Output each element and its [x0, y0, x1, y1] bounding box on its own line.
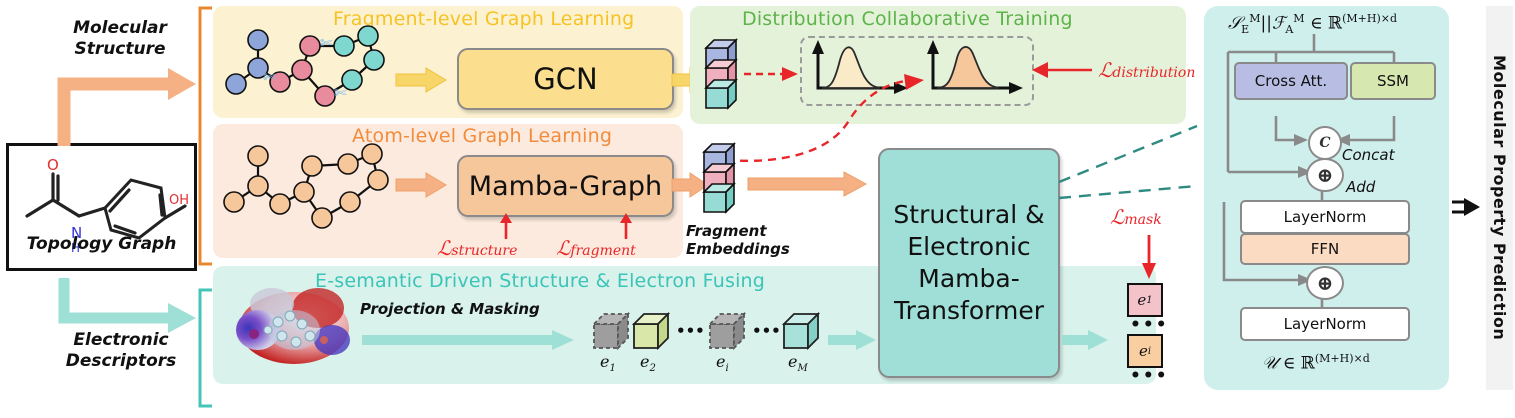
distribution-loss-arrow	[1032, 62, 1092, 78]
mamba-output-arrow	[671, 172, 709, 198]
structure-loss-arrow	[500, 213, 512, 239]
fragment-to-core-arrow	[747, 171, 868, 197]
projection-masking-label: Projection & Masking	[360, 300, 540, 318]
mask-loss-label: ℒmask	[1110, 205, 1162, 229]
detail-input-expression: 𝒮EM||ℱAM ∈ ℝ(M+H)×d	[1228, 12, 1397, 37]
concat-node: C	[1308, 126, 1342, 160]
layernorm-box-1[interactable]: LayerNorm	[1240, 200, 1410, 234]
add-node-2: ⊕	[1306, 266, 1344, 300]
gcn-module-box[interactable]: GCN	[457, 48, 674, 110]
fragment-cube-stack-bottom	[702, 142, 736, 214]
prediction-label: Molecular Property Prediction	[1490, 55, 1509, 341]
svg-text:✄: ✄	[320, 34, 333, 52]
cross-attention-box[interactable]: Cross Att.	[1234, 62, 1348, 100]
distribution-pair-frame	[800, 36, 1034, 106]
mamba-graph-label: Mamba-Graph	[468, 170, 663, 202]
gcn-label: GCN	[533, 62, 598, 96]
atom-panel-title: Atom-level Graph Learning	[352, 125, 613, 147]
core-module-label: Structural & Electronic Mamba- Transform…	[893, 200, 1045, 325]
mask-loss-arrow	[1142, 235, 1156, 279]
svg-text:N: N	[71, 224, 82, 242]
fragment-loss-arrow	[620, 213, 632, 239]
token-label-e2: e2	[640, 352, 656, 375]
distribution-panel-title: Distribution Collaborative Training	[742, 8, 1073, 30]
electronic-descriptors-label: Electronic Descriptors	[65, 330, 177, 372]
svg-text:•••: •••	[676, 322, 705, 340]
ssm-box[interactable]: SSM	[1350, 62, 1436, 100]
electrostatic-potential-surface-icon	[236, 288, 350, 364]
fragment-cube-stack-top	[704, 38, 738, 110]
svg-text:H: H	[71, 241, 80, 255]
token-label-ei: ei	[716, 352, 729, 375]
projection-arrow	[362, 330, 574, 350]
output-ellipsis-bottom: •••	[1130, 366, 1169, 386]
atom-graph-icon	[223, 143, 389, 229]
detail-wiring	[1222, 34, 1396, 326]
svg-text:✄: ✄	[334, 84, 347, 102]
core-to-output-arrow	[1062, 330, 1108, 350]
fragment-panel-title: Fragment-level Graph Learning	[333, 8, 635, 30]
distribution-plot-atom	[927, 40, 1023, 94]
fragment-to-gcn-arrow	[395, 67, 447, 93]
molecular-property-prediction-panel: Molecular Property Prediction	[1486, 6, 1513, 390]
svg-text:O: O	[47, 156, 59, 174]
ffn-box[interactable]: FFN	[1240, 233, 1410, 265]
mamba-graph-module-box[interactable]: Mamba-Graph	[457, 155, 674, 217]
tokens-to-core-arrow	[828, 330, 876, 350]
svg-text:OH: OH	[169, 193, 189, 208]
concat-label: Concat	[1342, 146, 1395, 164]
structure-input-arrow	[57, 68, 196, 146]
output-ellipsis-top: •••	[1130, 315, 1169, 335]
prediction-arrow	[1452, 198, 1480, 216]
fragment-embeddings-label: Fragment Embeddings	[686, 222, 790, 258]
distribution-link-1	[744, 67, 798, 81]
add-label: Add	[1346, 178, 1376, 196]
molecular-structure-label: Molecular Structure	[73, 18, 167, 60]
topology-graph-label: Topology Graph	[26, 234, 177, 254]
atom-distribution-link	[725, 74, 924, 162]
structure-branch-bracket	[198, 6, 212, 266]
token-label-eM: eM	[788, 352, 808, 375]
detail-expansion-lines	[1058, 124, 1198, 200]
distribution-plot-fragment	[812, 40, 908, 94]
electron-token-labels: e1 e2 ei eM	[592, 352, 832, 376]
fragment-loss-label: ℒfragment	[556, 236, 636, 260]
add-node-1: ⊕	[1306, 158, 1344, 192]
svg-text:✄: ✄	[263, 68, 276, 86]
scissors-icon: ✄ ✄ ✄	[263, 34, 347, 102]
detail-output-expression: 𝒰 ∈ ℝ(M+H)×d	[1262, 352, 1370, 374]
acetaminophen-structure-icon: O N H OH	[25, 156, 189, 255]
distribution-loss-label: ℒdistribution	[1098, 58, 1196, 82]
electronic-branch-bracket	[198, 288, 212, 408]
layernorm-box-2[interactable]: LayerNorm	[1240, 307, 1410, 341]
fragment-graph-icon: ✄ ✄ ✄	[225, 25, 385, 107]
electron-token-cubes: ••• •••	[591, 311, 821, 351]
structure-loss-label: ℒstructure	[437, 236, 518, 260]
structural-electronic-mamba-transformer-box[interactable]: Structural & Electronic Mamba- Transform…	[878, 148, 1060, 378]
esemantic-panel-title: E-semantic Driven Structure & Electron F…	[315, 270, 766, 292]
svg-text:•••: •••	[752, 322, 781, 340]
atom-to-mamba-arrow	[395, 172, 447, 198]
token-label-e1: e1	[600, 352, 616, 375]
topology-graph-box: O N H OH Topology Graph	[6, 143, 197, 271]
electronic-input-arrow	[58, 278, 196, 333]
